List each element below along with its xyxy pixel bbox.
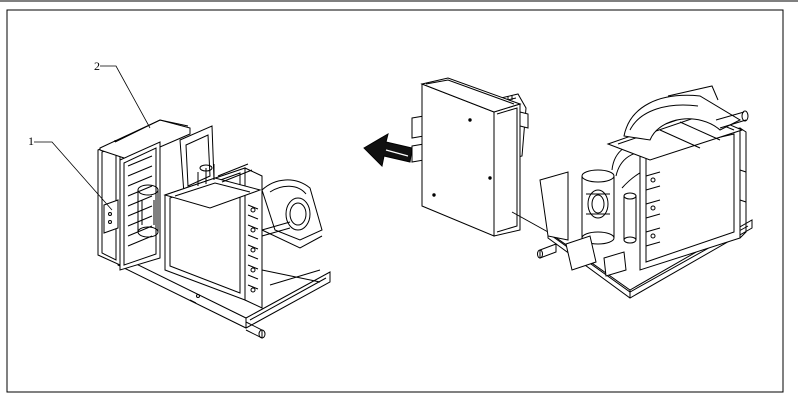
diagram-border <box>6 9 784 393</box>
callout-label-2: 2 <box>94 59 100 73</box>
left-unit-figure <box>97 119 331 339</box>
callout-leader-1 <box>34 141 113 211</box>
right-unit-figure <box>537 85 753 299</box>
control-box-figure <box>411 77 549 237</box>
callout-label-1: 1 <box>28 134 34 148</box>
removal-arrow <box>363 132 413 168</box>
callout-leader-2 <box>100 65 151 129</box>
